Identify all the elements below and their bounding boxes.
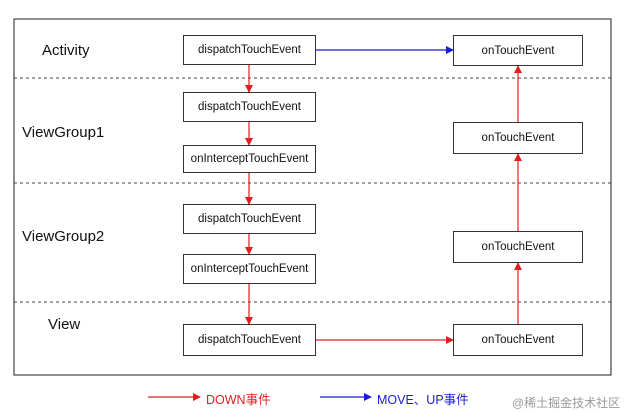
viewgroup2-dispatch-box: dispatchTouchEvent: [183, 204, 316, 234]
viewgroup1-dispatch-box: dispatchTouchEvent: [183, 92, 316, 122]
legend-move-up-label: MOVE、UP事件: [377, 393, 469, 407]
diagram-frame: [13, 18, 612, 376]
view-ontouch-box: onTouchEvent: [453, 324, 583, 356]
legend-down-label: DOWN事件: [206, 393, 271, 407]
layer-label-view: View: [48, 316, 81, 333]
watermark: @稀土掘金技术社区: [512, 396, 621, 410]
activity-dispatch-box: dispatchTouchEvent: [183, 35, 316, 65]
layer-label-activity: Activity: [42, 42, 90, 59]
viewgroup1-intercept-box: onInterceptTouchEvent: [183, 145, 316, 173]
viewgroup2-ontouch-box: onTouchEvent: [453, 231, 583, 263]
activity-ontouch-box: onTouchEvent: [453, 35, 583, 66]
layer-label-viewgroup2: ViewGroup2: [22, 228, 105, 245]
layer-label-viewgroup1: ViewGroup1: [22, 124, 105, 141]
viewgroup1-ontouch-box: onTouchEvent: [453, 122, 583, 154]
view-dispatch-box: dispatchTouchEvent: [183, 324, 316, 356]
viewgroup2-intercept-box: onInterceptTouchEvent: [183, 254, 316, 284]
